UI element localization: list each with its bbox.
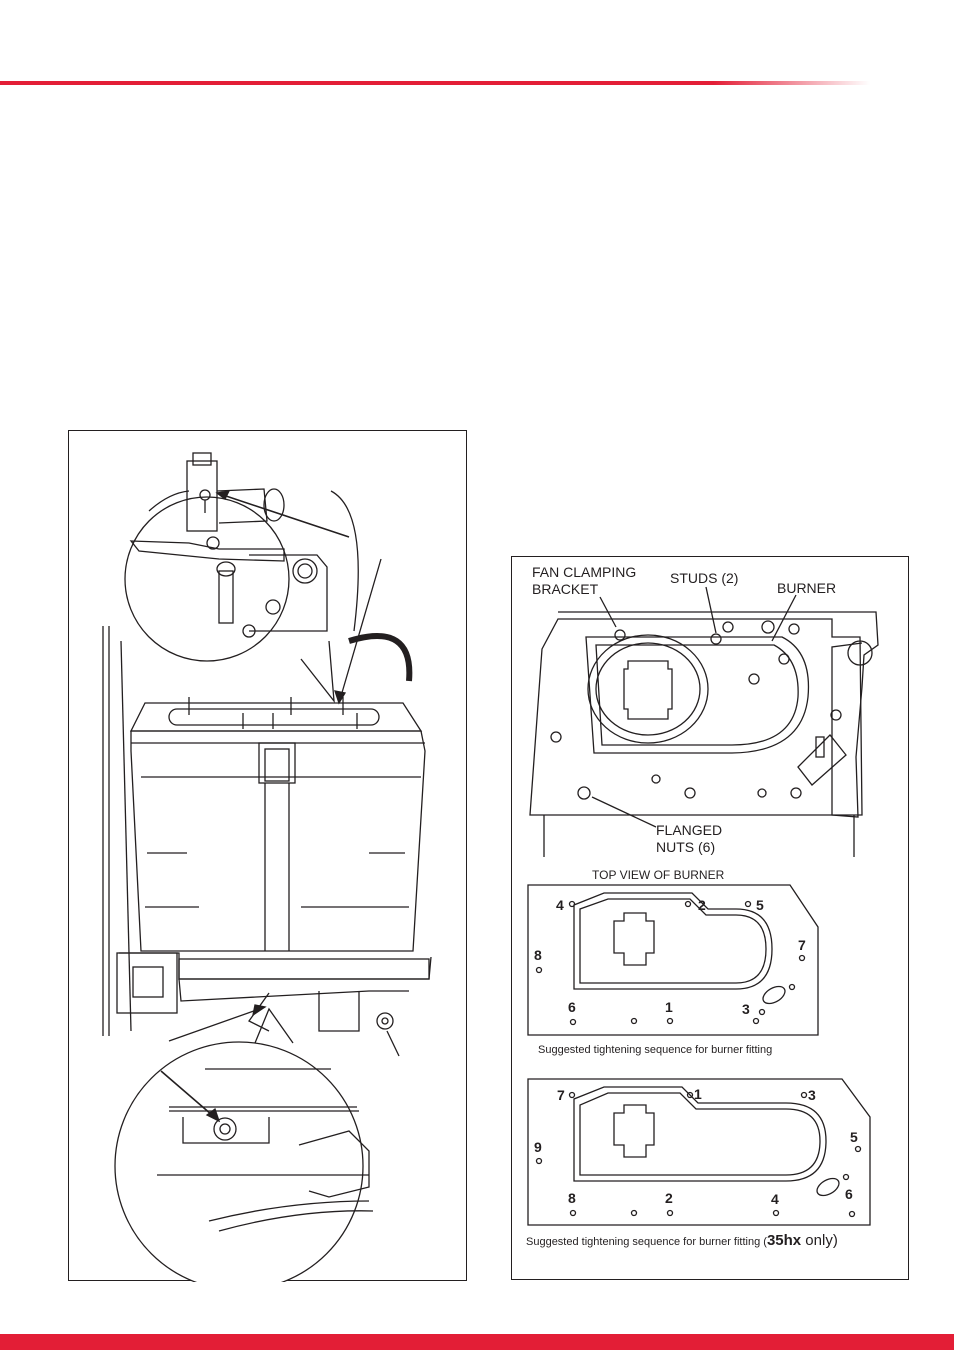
seq-b-9: 9 bbox=[534, 1139, 542, 1155]
flanged-nuts-label: FLANGED NUTS (6) bbox=[656, 822, 722, 856]
burner-figure: FAN CLAMPING BRACKET STUDS (2) BURNER FL… bbox=[511, 556, 909, 1280]
studs-label: STUDS (2) bbox=[670, 570, 738, 587]
seq-b-6: 6 bbox=[845, 1186, 853, 1202]
sequence-caption: Suggested tightening sequence for burner… bbox=[538, 1044, 772, 1056]
sequence-caption-35hx: Suggested tightening sequence for burner… bbox=[526, 1232, 838, 1249]
heat-exchanger-illustration bbox=[69, 431, 468, 1282]
seq-b-3: 3 bbox=[808, 1087, 816, 1103]
seq-a-4: 4 bbox=[556, 897, 564, 913]
footer-bar bbox=[0, 1334, 954, 1350]
seq-b-8: 8 bbox=[568, 1190, 576, 1206]
seq-b-7: 7 bbox=[557, 1087, 565, 1103]
seq-a-2: 2 bbox=[698, 897, 706, 913]
seq-a-5: 5 bbox=[756, 897, 764, 913]
seq-b-4: 4 bbox=[771, 1191, 779, 1207]
header-rule bbox=[0, 81, 870, 85]
caption-prefix: Suggested tightening sequence for burner… bbox=[526, 1236, 767, 1248]
seq-a-3: 3 bbox=[742, 1001, 750, 1017]
seq-b-1: 1 bbox=[694, 1086, 702, 1102]
fan-clamping-bracket-label: FAN CLAMPING BRACKET bbox=[532, 564, 636, 598]
seq-b-2: 2 bbox=[665, 1190, 673, 1206]
boiler-heat-exchanger-figure bbox=[68, 430, 467, 1281]
burner-illustration bbox=[512, 557, 910, 1281]
top-view-title: TOP VIEW OF BURNER bbox=[592, 868, 724, 882]
caption-suffix: only) bbox=[801, 1232, 838, 1249]
burner-label: BURNER bbox=[777, 580, 836, 597]
seq-a-1: 1 bbox=[665, 999, 673, 1015]
seq-a-7: 7 bbox=[798, 937, 806, 953]
caption-model: 35hx bbox=[767, 1232, 801, 1249]
seq-a-8: 8 bbox=[534, 947, 542, 963]
seq-b-5: 5 bbox=[850, 1129, 858, 1145]
seq-a-6: 6 bbox=[568, 999, 576, 1015]
